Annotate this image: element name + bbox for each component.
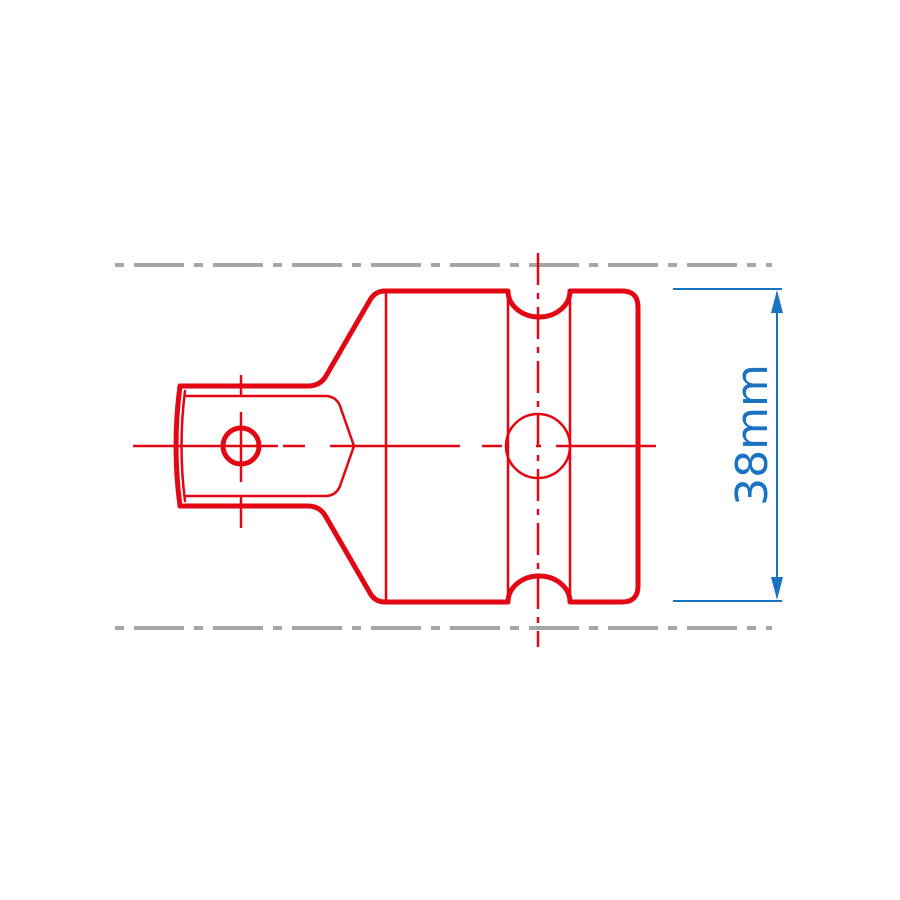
outer-silhouette <box>173 288 641 605</box>
centerlines <box>133 253 656 647</box>
reference-lines <box>115 263 772 630</box>
dimension-label: 38mm <box>727 364 778 506</box>
dimension-38mm: 38mm <box>673 288 783 602</box>
arrow-down-icon <box>771 577 783 600</box>
arrow-up-icon <box>771 290 783 313</box>
